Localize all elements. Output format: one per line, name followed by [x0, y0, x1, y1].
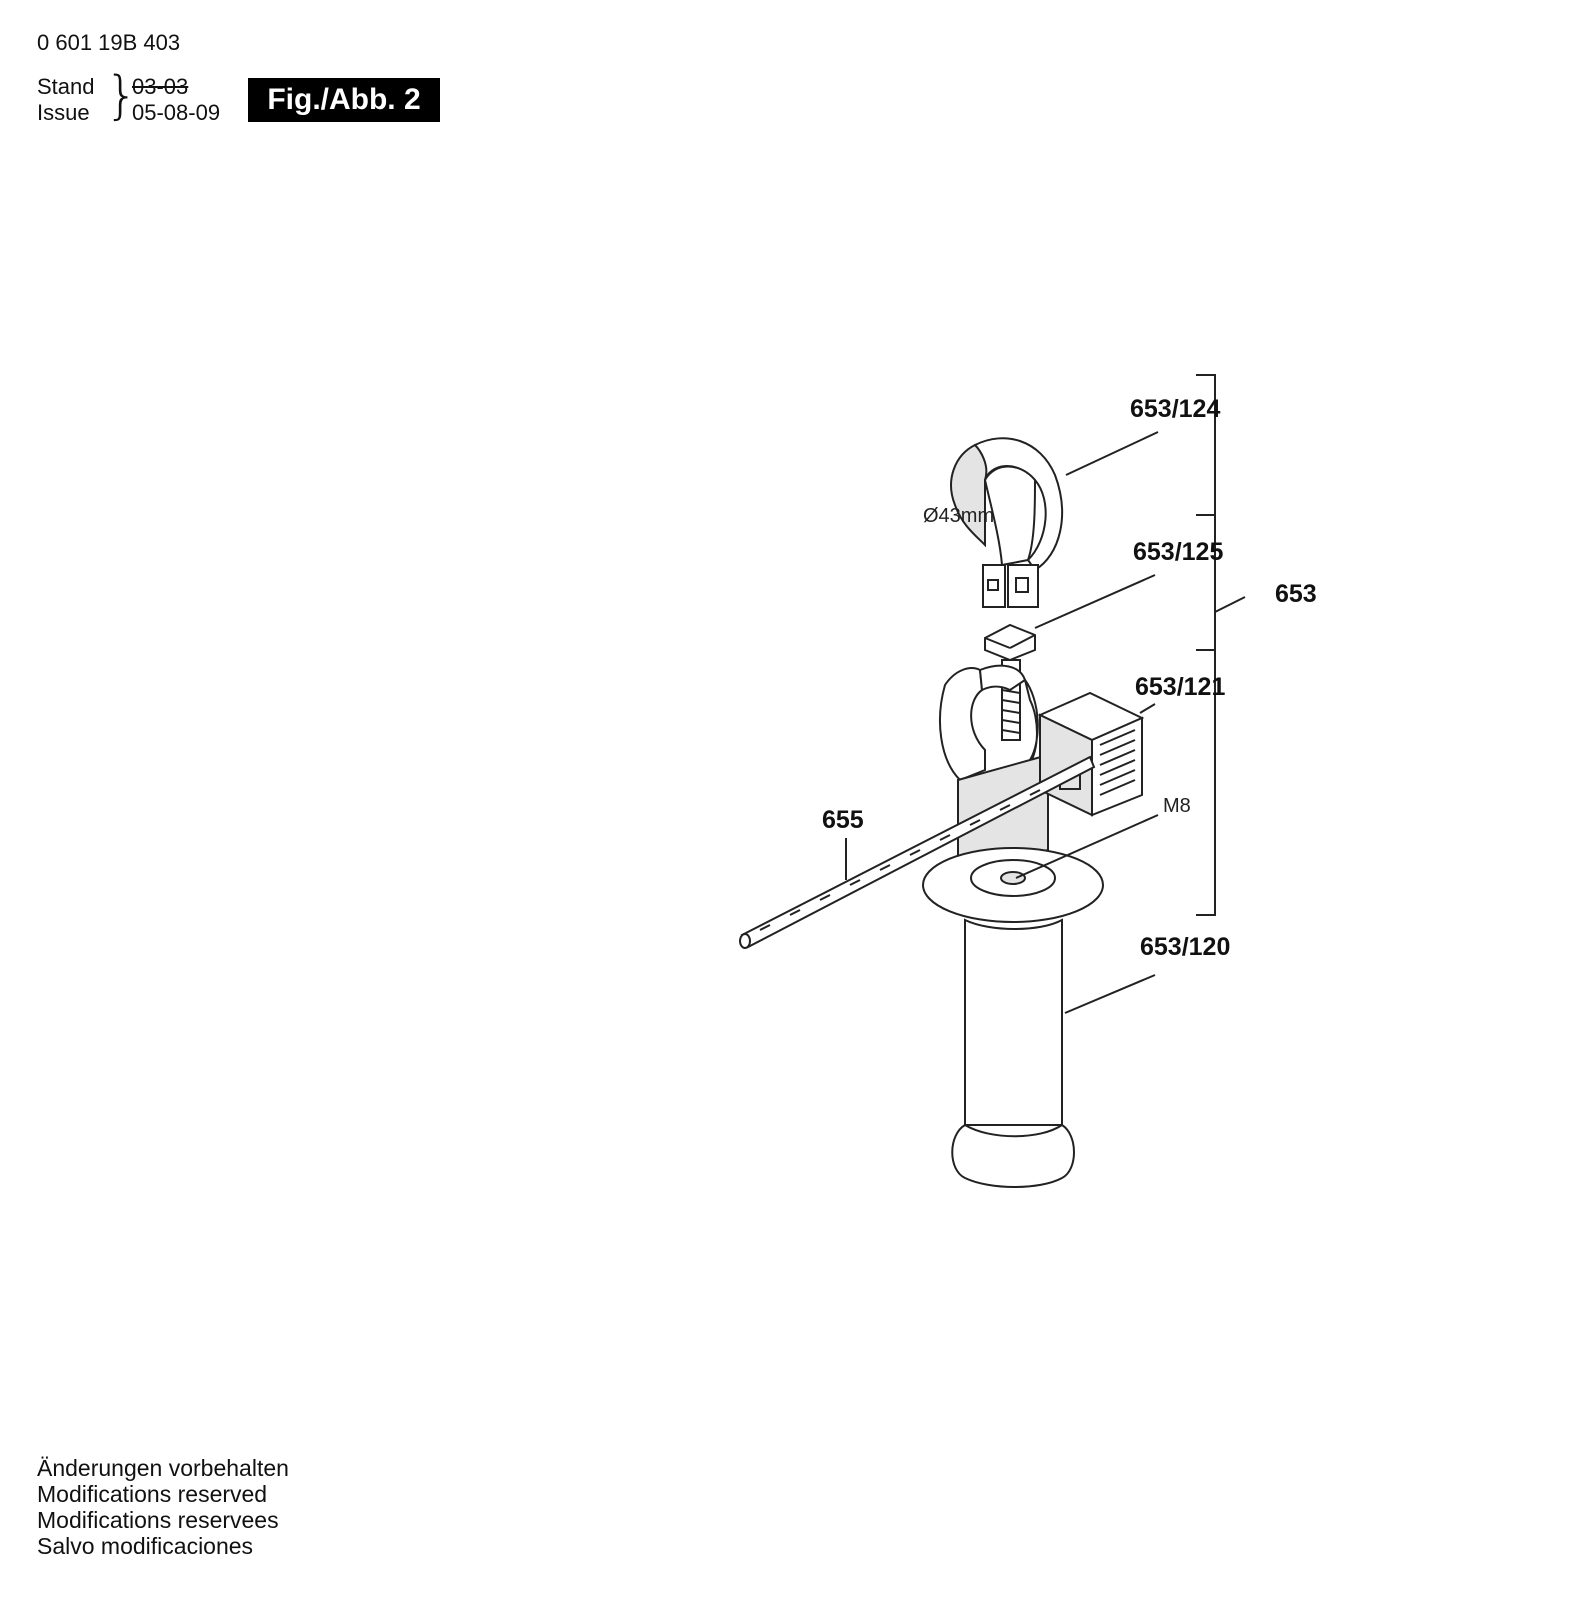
- brace-icon: }: [105, 66, 139, 126]
- stand-date: 03-03: [132, 74, 189, 99]
- callout-653-120: 653/120: [1140, 933, 1230, 961]
- clamp-body-part: [939, 664, 1145, 872]
- issue-label: Issue: [37, 100, 90, 125]
- diameter-label: Ø43mm: [923, 505, 994, 527]
- figure-badge: Fig./Abb. 2: [248, 78, 440, 122]
- callout-653-125: 653/125: [1133, 538, 1223, 566]
- assembly-bracket: [1196, 374, 1246, 916]
- footer-line-en: Modifications reserved: [37, 1481, 268, 1507]
- callout-653-124: 653/124: [1130, 395, 1220, 423]
- leader-lines: [845, 431, 1159, 1014]
- thread-label: M8: [1163, 795, 1191, 817]
- footer-line-fr: Modifications reservees: [37, 1507, 279, 1533]
- clamp-band-part: [950, 437, 1063, 608]
- footer-line-es: Salvo modificaciones: [37, 1533, 254, 1559]
- callout-655: 655: [822, 806, 864, 834]
- footer-line-de: Änderungen vorbehalten: [37, 1455, 289, 1481]
- callout-653: 653: [1275, 580, 1317, 608]
- part-number: 0 601 19B 403: [37, 30, 181, 55]
- handle-part: [922, 847, 1104, 1188]
- callout-653-121: 653/121: [1135, 673, 1225, 701]
- stand-label: Stand: [37, 74, 95, 99]
- issue-date: 05-08-09: [132, 100, 221, 125]
- depth-rod-part: [739, 755, 1096, 949]
